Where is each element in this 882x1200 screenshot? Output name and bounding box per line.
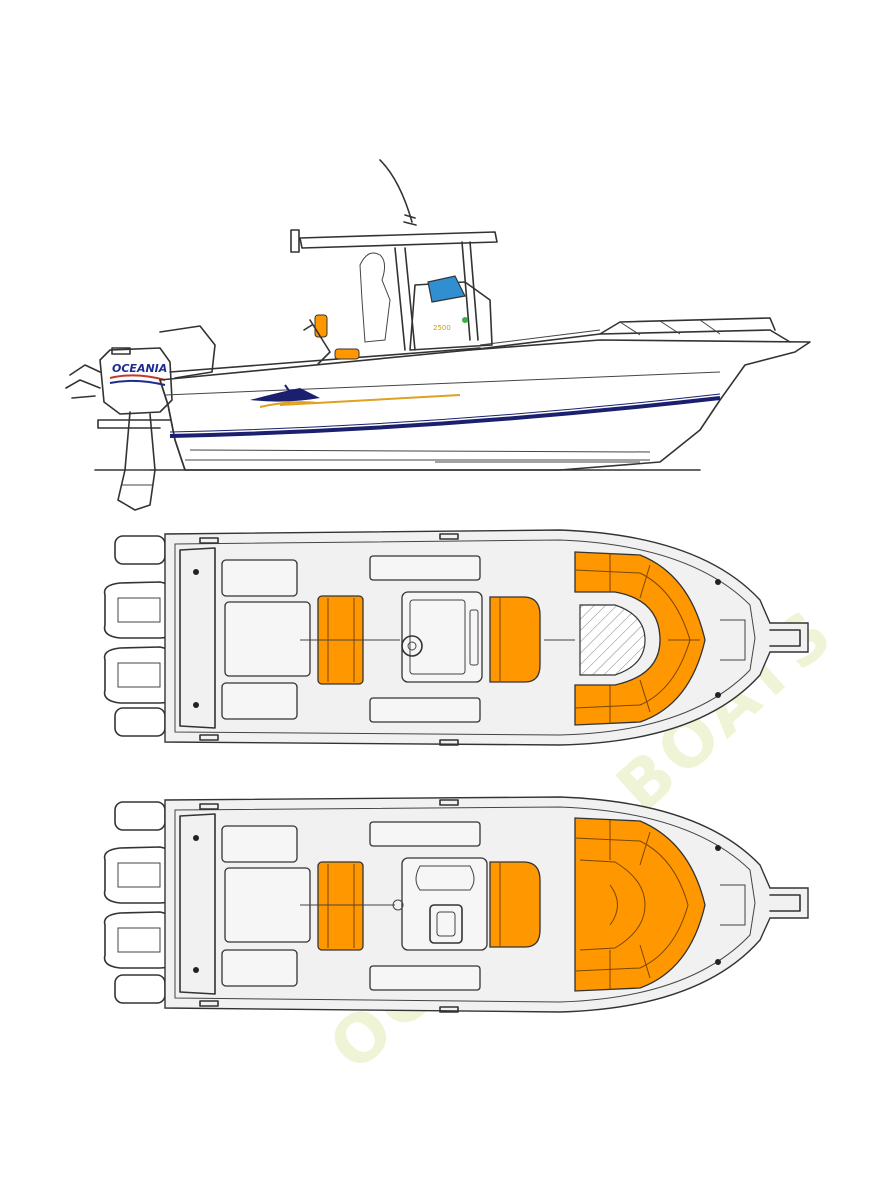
bow-seating-b <box>574 817 706 992</box>
console-cushion-a <box>489 596 541 683</box>
bow-seating-a <box>574 551 706 726</box>
aft-cushion-b <box>317 861 364 951</box>
engine-cowling-brand: OCEANIA <box>112 362 167 375</box>
outboard-engine: OCEANIA <box>65 347 173 511</box>
console-model-label: 2500 <box>433 324 451 332</box>
top-plan-seating-a <box>103 529 809 746</box>
top-plan-seating-b <box>103 796 809 1013</box>
hull-profile <box>159 317 811 471</box>
side-profile-view: OCEANIA <box>65 159 811 511</box>
console-cushion-b <box>489 861 541 948</box>
t-top-console: 2500 <box>290 159 498 365</box>
